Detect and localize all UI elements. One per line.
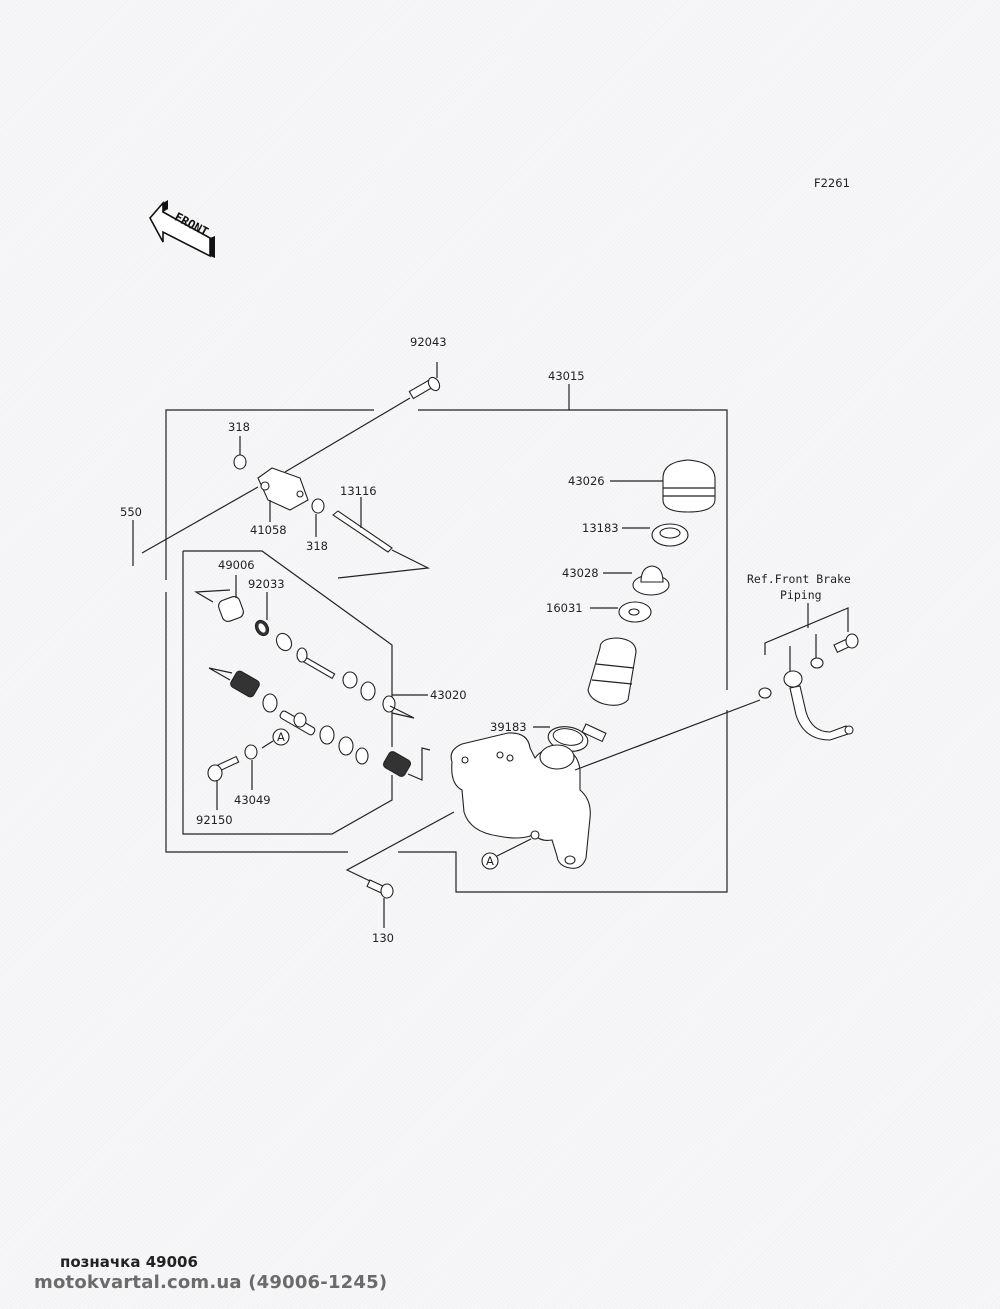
callout-a-body: A bbox=[481, 838, 532, 870]
part-label-43020: 43020 bbox=[430, 688, 467, 702]
part-49006-piston-cup bbox=[193, 575, 244, 622]
part-label-318-bottom: 318 bbox=[306, 539, 328, 553]
part-41058-clevis bbox=[257, 467, 309, 522]
part-label-13183: 13183 bbox=[582, 521, 619, 535]
master-cylinder-body bbox=[450, 699, 761, 869]
reservoir-tank bbox=[587, 637, 637, 706]
svg-text:A: A bbox=[486, 854, 494, 868]
part-43028-diaphragm bbox=[603, 565, 670, 596]
part-label-43028: 43028 bbox=[562, 566, 599, 580]
assembly-box-43015 bbox=[165, 384, 728, 893]
part-130-bolt bbox=[345, 811, 455, 928]
part-label-318-top: 318 bbox=[228, 420, 250, 434]
kit-parts-row1 bbox=[275, 632, 415, 719]
callout-a-kit: A bbox=[261, 728, 290, 749]
part-label-43049: 43049 bbox=[234, 793, 271, 807]
front-arrow-icon: FRONT bbox=[149, 200, 215, 258]
part-label-43026: 43026 bbox=[568, 474, 605, 488]
part-43049-washer bbox=[244, 744, 258, 790]
part-43026-reservoir-cap bbox=[610, 459, 716, 513]
part-label-92033: 92033 bbox=[248, 577, 285, 591]
part-92043-pin bbox=[408, 362, 441, 400]
part-label-43015: 43015 bbox=[548, 369, 585, 383]
part-13183-plate bbox=[622, 523, 689, 547]
svg-text:A: A bbox=[277, 730, 285, 744]
kit-box-43020 bbox=[182, 550, 428, 835]
part-label-13116: 13116 bbox=[340, 484, 377, 498]
part-92033-circlip bbox=[254, 592, 270, 637]
part-550-cotter-pin bbox=[132, 486, 259, 566]
part-92150-bolt bbox=[207, 755, 240, 810]
part-label-16031: 16031 bbox=[546, 601, 583, 615]
part-label-550: 550 bbox=[120, 505, 142, 519]
ref-note-line2: Piping bbox=[780, 588, 822, 602]
part-label-130: 130 bbox=[372, 931, 394, 945]
kit-parts-row2 bbox=[208, 667, 431, 781]
watermark: motokvartal.com.ua (49006-1245) bbox=[34, 1272, 388, 1293]
part-label-92043: 92043 bbox=[410, 335, 447, 349]
part-318-nut-bottom bbox=[311, 498, 325, 537]
ref-note-line1: Ref.Front Brake bbox=[747, 572, 851, 586]
part-16031-washer bbox=[590, 601, 652, 623]
part-label-49006: 49006 bbox=[218, 558, 255, 572]
caption: позначка 49006 bbox=[60, 1253, 198, 1271]
part-label-39183: 39183 bbox=[490, 720, 527, 734]
brake-piping-parts bbox=[758, 603, 859, 741]
part-13116-push-rod bbox=[332, 497, 431, 579]
part-318-nut-top bbox=[233, 436, 247, 470]
figure-code: F2261 bbox=[814, 176, 850, 190]
part-label-92150: 92150 bbox=[196, 813, 233, 827]
part-label-41058: 41058 bbox=[250, 523, 287, 537]
